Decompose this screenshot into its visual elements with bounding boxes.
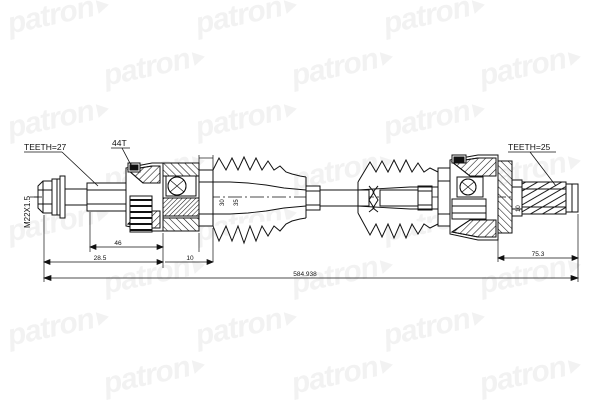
label-inner-teeth: 44T — [112, 138, 127, 148]
left-boot-bellows — [198, 155, 307, 245]
dim-mid-left: 30 — [220, 199, 226, 206]
label-left-teeth: TEETH=27 — [24, 142, 67, 152]
dim-right: 75.3 — [532, 251, 545, 258]
boot-clamp-left — [129, 195, 153, 233]
dim-hub: 46 — [114, 240, 122, 247]
callout-leaders — [24, 147, 557, 198]
dim-right-shaft: 10 — [516, 205, 522, 212]
text-labels: TEETH=27 44T TEETH=25 M22X1.5 46 28.5 10… — [23, 138, 551, 278]
right-boot-bellows — [357, 158, 451, 240]
right-cv-joint — [449, 154, 513, 241]
dimension-lines — [42, 155, 580, 282]
dim-overall: 584.938 — [293, 271, 317, 278]
dim-mid-right: 35 — [234, 199, 240, 206]
right-splined-shaft — [511, 179, 579, 217]
left-stub-nut — [37, 175, 66, 219]
label-right-teeth: TEETH=25 — [508, 142, 551, 152]
dim-inner: 28.5 — [94, 255, 107, 262]
label-thread: M22X1.5 — [23, 195, 32, 228]
dim-short: 10 — [186, 255, 194, 262]
middle-shaft — [305, 185, 433, 213]
left-cv-joint — [125, 162, 200, 233]
